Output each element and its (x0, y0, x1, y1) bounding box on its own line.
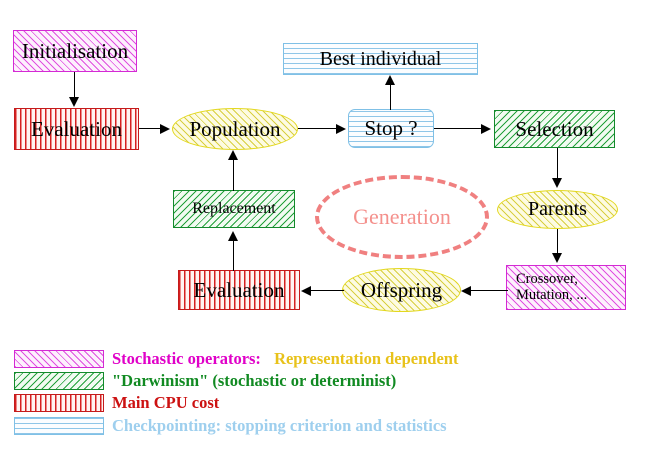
legend-label-cpu: Main CPU cost (112, 393, 220, 412)
legend: Stochastic operators: Representation dep… (0, 344, 670, 444)
arrowhead-replacement-population (228, 150, 238, 160)
edge-evaluation-population (139, 128, 162, 130)
node-population[interactable]: Population (172, 108, 298, 150)
node-crossover-mutation[interactable]: Crossover, Mutation, ... (506, 265, 626, 310)
edge-selection-parents (557, 148, 559, 180)
crossover-line-2: Mutation, ... (516, 286, 588, 303)
legend-label-representation: Representation dependent (274, 349, 459, 368)
arrowhead-initialisation-evaluation (69, 97, 79, 107)
node-best-individual[interactable]: Best individual (283, 43, 478, 75)
arrowhead-evaluation-replacement (228, 231, 238, 241)
edge-offspring-evaluation (310, 290, 344, 292)
edge-replacement-population (233, 160, 235, 191)
node-evaluation-top[interactable]: Evaluation (14, 108, 139, 150)
edge-initialisation-evaluation (74, 72, 76, 99)
legend-text-stochastic: Stochastic operators: Representation dep… (112, 349, 458, 369)
arrowhead-selection-parents (552, 178, 562, 188)
node-initialisation[interactable]: Initialisation (13, 30, 137, 72)
node-evaluation-bottom-label: Evaluation (193, 277, 285, 302)
arrowhead-stop-selection (481, 123, 491, 134)
edge-evaluation-replacement (233, 240, 235, 271)
crossover-line-1: Crossover, (516, 271, 578, 288)
node-stop-label: Stop ? (364, 116, 418, 141)
node-selection[interactable]: Selection (494, 110, 615, 148)
node-parents-label: Parents (528, 198, 587, 220)
node-offspring-label: Offspring (360, 277, 443, 302)
node-generation-label: Generation (353, 204, 451, 229)
legend-row-darwinism: "Darwinism" (stochastic or determinist) (0, 371, 670, 394)
legend-swatch-blue (14, 417, 104, 435)
node-selection-label: Selection (515, 116, 594, 141)
node-offspring[interactable]: Offspring (342, 268, 461, 312)
node-replacement[interactable]: Replacement (173, 190, 295, 228)
edge-stop-best-individual (390, 85, 392, 110)
node-best-individual-label: Best individual (319, 47, 442, 70)
arrowhead-offspring-evaluation (301, 285, 311, 296)
arrowhead-crossover-offspring (461, 285, 471, 296)
node-generation: Generation (315, 175, 489, 259)
arrowhead-parents-crossover (552, 253, 562, 263)
arrowhead-stop-best-individual (385, 75, 395, 85)
legend-label-stochastic: Stochastic operators: (112, 349, 261, 368)
node-stop[interactable]: Stop ? (348, 109, 434, 148)
arrowhead-population-stop (336, 123, 346, 134)
node-initialisation-label: Initialisation (21, 38, 129, 63)
arrowhead-evaluation-population (160, 123, 170, 134)
legend-swatch-green (14, 372, 104, 390)
node-evaluation-top-label: Evaluation (31, 116, 122, 141)
edge-population-stop (298, 128, 338, 130)
legend-swatch-magenta (14, 350, 104, 368)
legend-row-stochastic: Stochastic operators: Representation dep… (0, 349, 670, 372)
edge-crossover-offspring (470, 290, 508, 292)
node-crossover-mutation-label: Crossover, Mutation, ... (507, 272, 587, 302)
node-replacement-label: Replacement (192, 199, 276, 217)
legend-row-checkpointing: Checkpointing: stopping criterion and st… (0, 416, 670, 439)
legend-label-darwinism: "Darwinism" (stochastic or determinist) (112, 371, 397, 390)
legend-swatch-red (14, 394, 104, 412)
legend-row-cpu: Main CPU cost (0, 393, 670, 416)
legend-label-checkpointing: Checkpointing: stopping criterion and st… (112, 416, 447, 435)
edge-parents-crossover (557, 229, 559, 255)
node-evaluation-bottom[interactable]: Evaluation (178, 270, 300, 310)
node-population-label: Population (189, 116, 281, 141)
edge-stop-selection (434, 128, 482, 130)
node-parents[interactable]: Parents (497, 190, 618, 229)
